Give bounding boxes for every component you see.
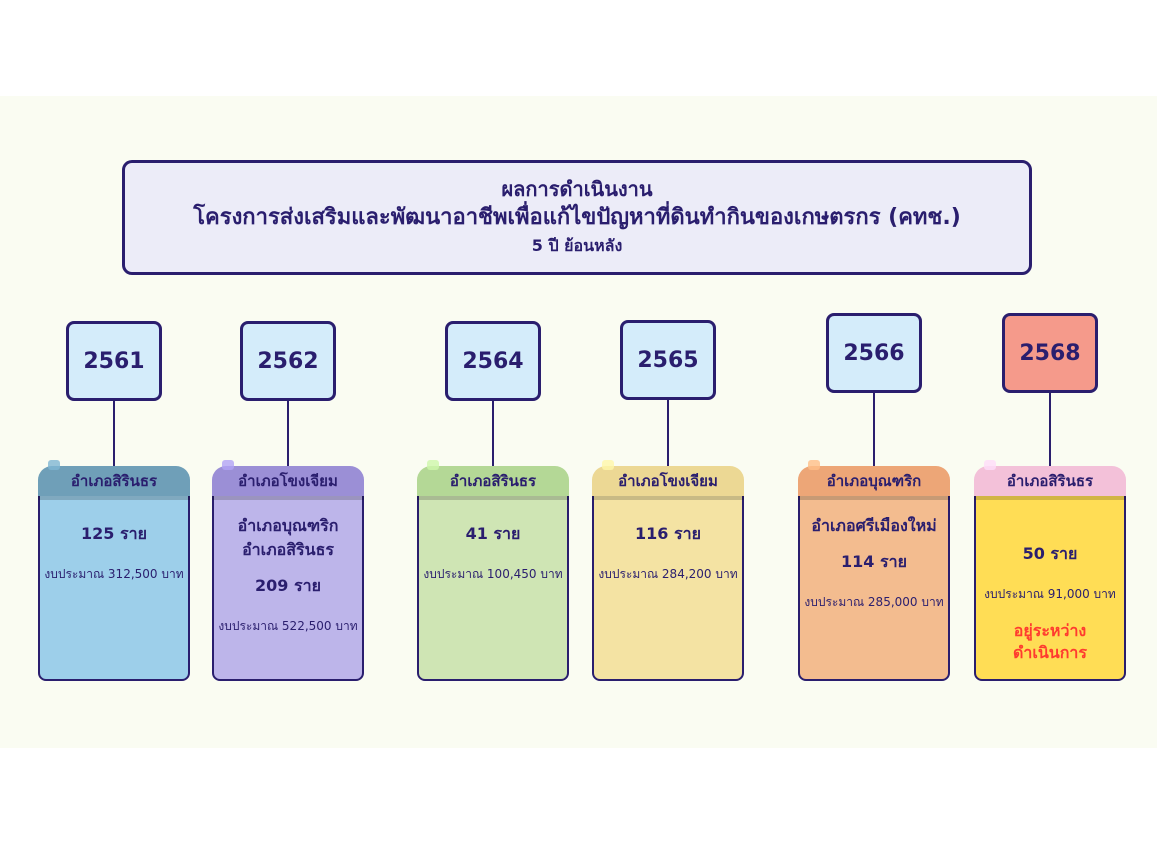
district-name: อำเภอสิรินธร (449, 472, 537, 490)
budget-amount: งบประมาณ 100,450 บาท (423, 567, 563, 581)
tab-marker (808, 460, 820, 470)
budget-amount: งบประมาณ 285,000 บาท (804, 595, 944, 609)
district-name: อำเภอสิรินธร (1006, 472, 1094, 490)
connector-line (873, 393, 875, 466)
participant-count: 114 ราย (841, 552, 907, 571)
district-name: อำเภอโขงเจียม (238, 472, 338, 490)
title-box: ผลการดำเนินงาน โครงการส่งเสริมและพัฒนาอา… (122, 160, 1032, 275)
connector-line (113, 401, 115, 466)
status-text: อยู่ระหว่างดำเนินการ (1013, 620, 1087, 664)
district-tab: อำเภอโขงเจียม (212, 460, 364, 496)
result-card: 41 รายงบประมาณ 100,450 บาท (417, 480, 569, 681)
budget-amount: งบประมาณ 522,500 บาท (218, 619, 358, 633)
participant-count: 41 ราย (465, 524, 521, 543)
district-tab: อำเภอสิรินธร (974, 460, 1126, 496)
budget-amount: งบประมาณ 312,500 บาท (44, 567, 184, 581)
tab-marker (48, 460, 60, 470)
budget-amount: งบประมาณ 284,200 บาท (598, 567, 738, 581)
district-tab: อำเภอสิรินธร (38, 460, 190, 496)
tab-marker (222, 460, 234, 470)
result-card: 116 รายงบประมาณ 284,200 บาท (592, 480, 744, 681)
district-tab: อำเภอโขงเจียม (592, 460, 744, 496)
text-line: ดำเนินการ (1013, 643, 1087, 662)
year-box: 2564 (445, 321, 541, 401)
connector-line (287, 401, 289, 466)
title-line-3: 5 ปี ย้อนหลัง (531, 236, 623, 255)
result-card: 125 รายงบประมาณ 312,500 บาท (38, 480, 190, 681)
result-card: อำเภอบุณฑริกอำเภอสิรินธร 209 รายงบประมาณ … (212, 480, 364, 681)
district-name: อำเภอโขงเจียม (618, 472, 718, 490)
tab-marker (427, 460, 439, 470)
tab-marker (984, 460, 996, 470)
additional-districts: อำเภอบุณฑริกอำเภอสิรินธร (238, 514, 339, 562)
result-card: 50 รายงบประมาณ 91,000 บาทอยู่ระหว่างดำเน… (974, 480, 1126, 681)
additional-districts: อำเภอศรีเมืองใหม่ (811, 514, 936, 538)
title-line-2: โครงการส่งเสริมและพัฒนาอาชีพเพื่อแก้ไขปั… (193, 205, 961, 230)
participant-count: 50 ราย (1022, 544, 1078, 563)
text-line: อำเภอบุณฑริก (237, 516, 339, 535)
district-tab: อำเภอบุณฑริก (798, 460, 950, 496)
result-card: อำเภอศรีเมืองใหม่ 114 รายงบประมาณ 285,000… (798, 480, 950, 681)
district-name: อำเภอบุณฑริก (826, 472, 922, 490)
title-line-1: ผลการดำเนินงาน (501, 177, 653, 201)
participant-count: 125 ราย (81, 524, 147, 543)
tab-marker (602, 460, 614, 470)
year-box: 2565 (620, 320, 716, 400)
year-box: 2568 (1002, 313, 1098, 393)
text-line: อยู่ระหว่าง (1013, 621, 1087, 640)
text-line: อำเภอสิรินธร (242, 540, 334, 559)
district-name: อำเภอสิรินธร (70, 472, 158, 490)
year-box: 2562 (240, 321, 336, 401)
participant-count: 209 ราย (255, 576, 321, 595)
year-box: 2561 (66, 321, 162, 401)
participant-count: 116 ราย (635, 524, 701, 543)
connector-line (492, 401, 494, 466)
year-box: 2566 (826, 313, 922, 393)
text-line: อำเภอศรีเมืองใหม่ (811, 516, 937, 535)
connector-line (667, 400, 669, 466)
district-tab: อำเภอสิรินธร (417, 460, 569, 496)
budget-amount: งบประมาณ 91,000 บาท (984, 587, 1116, 601)
connector-line (1049, 393, 1051, 466)
